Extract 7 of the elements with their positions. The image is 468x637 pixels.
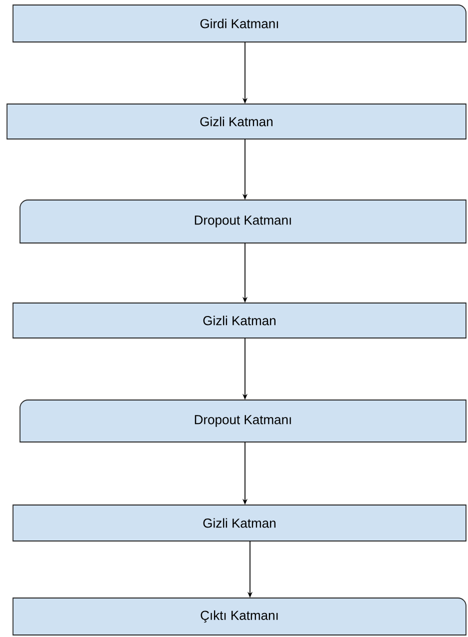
layer-box: Gizli Katman <box>12 302 466 338</box>
layer-box: Dropout Katmanı <box>20 400 466 442</box>
layer-box: Çıktı Katmanı <box>12 598 466 636</box>
layer-box: Gizli Katman <box>12 504 466 542</box>
layer-box: Girdi Katmanı <box>12 4 466 42</box>
layer-box: Dropout Katmanı <box>20 200 466 244</box>
layer-box: Gizli Katman <box>6 104 466 140</box>
